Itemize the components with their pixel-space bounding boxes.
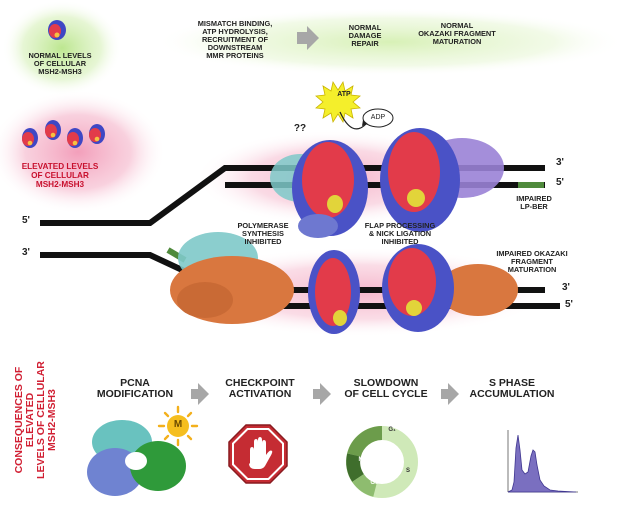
msh2-msh3-complex-2 — [380, 128, 504, 232]
green-strand-top — [518, 182, 544, 188]
arrow-icon-consequence-1 — [191, 383, 209, 405]
cell-cycle-phase-g2: G₂ — [370, 480, 378, 486]
normal-step-damage-repair: NORMAL DAMAGE REPAIR — [348, 23, 382, 48]
cell-cycle-ring — [346, 426, 418, 498]
msh2-msh3-icon-normal — [48, 20, 66, 40]
consequences-side-title: CONSEQUENCES OF ELEVATED LEVELS OF CELLU… — [12, 361, 59, 479]
polymerase-inhibited-label: POLYMERASE SYNTHESIS INHIBITED — [237, 221, 289, 246]
normal-levels-label: NORMAL LEVELS OF CELLULAR MSH2-MSH3 — [28, 51, 92, 76]
arrowhead-icon — [362, 120, 368, 126]
polymerase-complex — [170, 232, 294, 324]
strand-label-left-3: 3' — [22, 247, 30, 258]
strand-label-top-5: 5' — [556, 177, 564, 188]
elevated-levels-glow — [0, 90, 166, 214]
strand-label-bottom-3: 3' — [562, 282, 570, 293]
atp-label: ATP — [337, 91, 351, 98]
pcna-trimer — [87, 420, 186, 496]
question-marks: ?? — [293, 123, 307, 134]
consequence-checkpoint-activation: CHECKPOINT ACTIVATION — [225, 377, 295, 401]
sun-modification-icon — [157, 405, 199, 447]
msh2-msh3-complex-1 — [270, 140, 368, 238]
normal-levels-glow — [2, 0, 122, 96]
stop-sign-icon — [228, 424, 288, 484]
modification-mark: M — [173, 419, 183, 430]
adp-label: ADP — [370, 114, 386, 121]
normal-step-mismatch-binding: MISMATCH BINDING, ATP HYDROLYSIS, RECRUI… — [197, 19, 273, 60]
atp-to-adp-arrow — [339, 111, 367, 130]
adp-bubble — [362, 108, 394, 128]
cell-cycle-phase-m: M — [358, 457, 364, 463]
impaired-lp-ber-label: IMPAIRED LP-BER — [516, 194, 552, 211]
strand-label-left-5: 5' — [22, 215, 30, 226]
normal-step-okazaki: NORMAL OKAZAKI FRAGMENT MATURATION — [418, 21, 496, 46]
flap-processing-complex — [382, 244, 518, 332]
impaired-okazaki-label: IMPAIRED OKAZAKI FRAGMENT MATURATION — [496, 249, 568, 274]
msh2-msh3-complex-lower-1 — [308, 250, 360, 334]
normal-pathway-glow — [155, 8, 625, 76]
arrow-icon-consequence-3 — [441, 383, 459, 405]
cell-cycle-phase-s: S — [405, 468, 410, 474]
consequence-pcna-modification: PCNA MODIFICATION — [96, 377, 174, 401]
consequence-s-phase: S PHASE ACCUMULATION — [469, 377, 555, 401]
arrow-icon-consequence-2 — [313, 383, 331, 405]
arrow-icon-normal-1 — [297, 26, 319, 50]
strand-label-top-3: 3' — [556, 157, 564, 168]
flap-inhibited-label: FLAP PROCESSING & NICK LIGATION INHIBITE… — [364, 221, 436, 246]
consequence-slowdown: SLOWDOWN OF CELL CYCLE — [344, 377, 428, 401]
cell-cycle-phase-g1: G₁ — [388, 427, 396, 433]
s-phase-histogram — [507, 430, 578, 493]
elevated-levels-label: ELEVATED LEVELS OF CELLULAR MSH2-MSH3 — [21, 162, 99, 189]
atp-starburst-icon — [315, 80, 361, 124]
msh2-msh3-icons-elevated — [22, 120, 105, 148]
strand-label-bottom-5: 5' — [565, 299, 573, 310]
